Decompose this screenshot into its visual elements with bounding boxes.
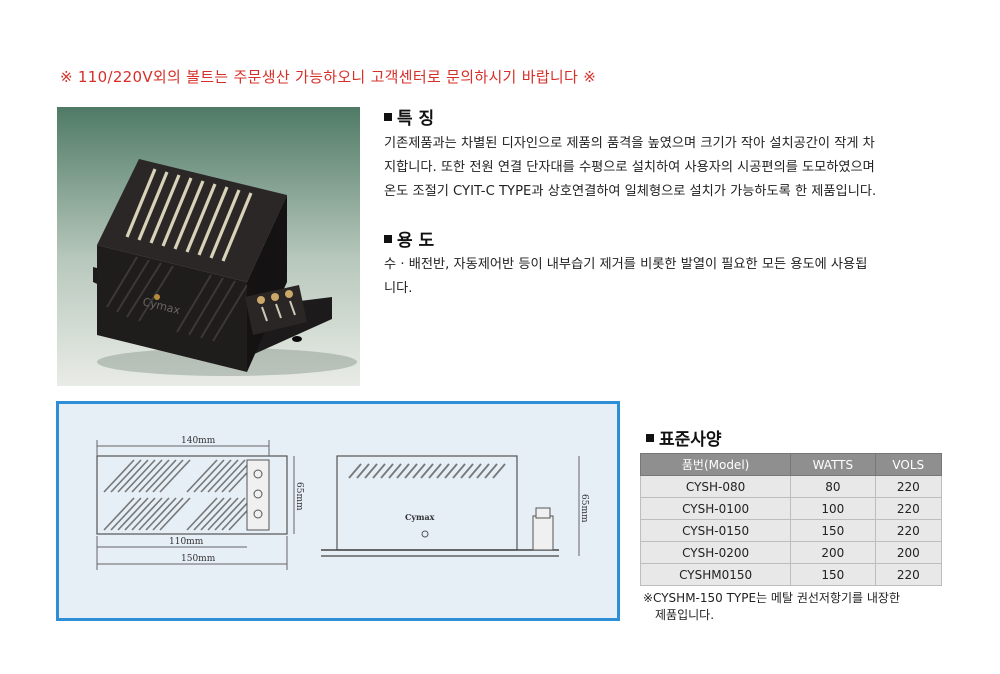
header-vols: VOLS [874, 453, 943, 476]
table-header-row: 품번(Model) WATTS VOLS [639, 453, 943, 476]
technical-drawing: 140mm 110mm 150mm 65mm Cymax 65mm [56, 401, 620, 621]
dim-140-label: 140mm [181, 436, 216, 446]
bullet-square-icon [646, 434, 654, 442]
spec-heading: 표준사양 [646, 425, 722, 450]
product-photo: Cymax [57, 107, 360, 386]
spec-footnote: ※CYSHM-150 TYPE는 메탈 권선저항기를 내장한 제품입니다. [643, 591, 900, 622]
dim-110-label: 110mm [169, 537, 204, 547]
bullet-square-icon [384, 235, 392, 243]
usage-heading: 용 도 [384, 226, 434, 251]
dim-65-right-label: 65mm [579, 494, 589, 523]
features-text: 기존제품과는 차별된 디자인으로 제품의 품격을 높였으며 크기가 작아 설치공… [384, 136, 877, 199]
header-watts: WATTS [790, 453, 876, 476]
notice-banner: ※ 110/220V외의 볼트는 주문생산 가능하오니 고객센터로 문의하시기 … [60, 68, 597, 86]
header-model: 품번(Model) [639, 453, 792, 476]
dim-65-left-label: 65mm [294, 482, 304, 511]
drawing-brand-label: Cymax [405, 512, 435, 522]
dim-150-label: 150mm [181, 554, 216, 564]
bullet-square-icon [384, 113, 392, 121]
usage-text: 수 · 배전반, 자동제어반 등이 내부습기 제거를 비롯한 발열이 필요한 모… [384, 257, 868, 296]
features-heading: 특 징 [384, 104, 434, 129]
